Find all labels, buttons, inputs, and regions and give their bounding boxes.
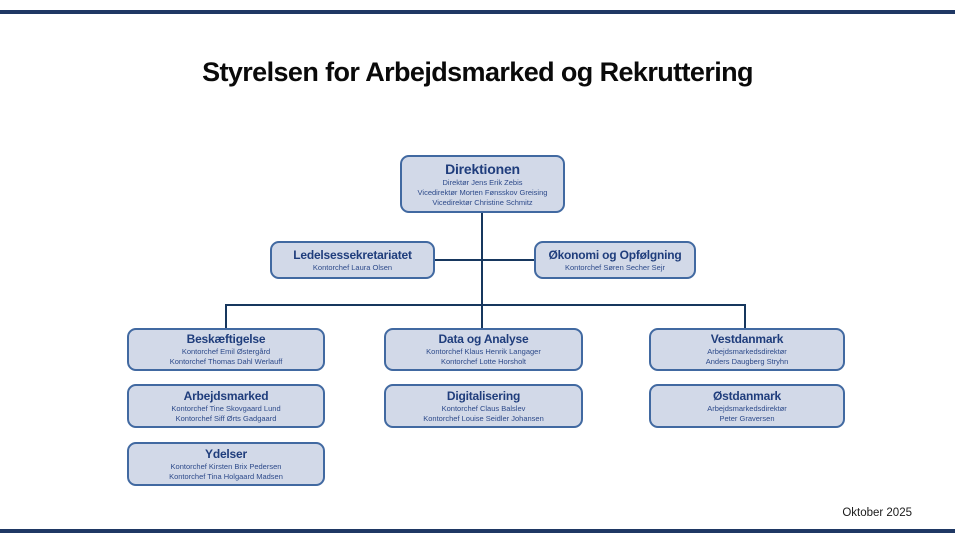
org-box-ydelser: Ydelser Kontorchef Kirsten Brix Pedersen… bbox=[127, 442, 325, 486]
box-subline: Anders Daugberg Stryhn bbox=[705, 357, 789, 366]
date-label: Oktober 2025 bbox=[842, 507, 912, 519]
org-box-beskaeftigelse: Beskæftigelse Kontorchef Emil Østergård … bbox=[127, 328, 325, 371]
box-subline: Kontorchef Claus Balslev bbox=[441, 403, 526, 413]
box-title: Ydelser bbox=[205, 446, 247, 461]
box-title: Digitalisering bbox=[446, 388, 521, 403]
org-box-arbejdsmarked: Arbejdsmarked Kontorchef Tine Skovgaard … bbox=[127, 384, 325, 428]
box-title: Økonomi og Opfølgning bbox=[548, 247, 682, 262]
box-title: Ledelsessekretariatet bbox=[293, 247, 412, 262]
box-subline: Kontorchef Laura Olsen bbox=[312, 262, 393, 272]
box-subline: Kontorchef Søren Secher Sejr bbox=[564, 262, 666, 272]
box-subline: Vicedirektør Morten Fønsskov Greising bbox=[417, 187, 548, 197]
box-subline: Kontorchef Emil Østergård bbox=[181, 347, 271, 357]
box-subline: Kontorchef Tina Holgaard Madsen bbox=[169, 471, 283, 481]
org-box-digitalisering: Digitalisering Kontorchef Claus Balslev … bbox=[384, 384, 583, 428]
org-box-ledelsessekretariatet: Ledelsessekretariatet Kontorchef Laura O… bbox=[270, 241, 435, 279]
box-title: Vestdanmark bbox=[710, 332, 784, 347]
connector-staff-horizontal bbox=[435, 259, 535, 261]
box-subline: Arbejdsmarkedsdirektør bbox=[707, 403, 787, 413]
box-title: Østdanmark bbox=[712, 388, 782, 403]
box-title: Arbejdsmarked bbox=[183, 388, 269, 403]
connector-drop-left bbox=[225, 304, 227, 328]
connector-drop-right bbox=[744, 304, 746, 328]
org-box-vestdanmark: Vestdanmark Arbejdsmarkedsdirektør Ander… bbox=[649, 328, 845, 371]
box-subline: Kontorchef Thomas Dahl Werlauff bbox=[169, 357, 283, 366]
box-title: Direktionen bbox=[445, 160, 520, 177]
org-box-data-og-analyse: Data og Analyse Kontorchef Klaus Henrik … bbox=[384, 328, 583, 371]
box-subline: Kontorchef Klaus Henrik Langager bbox=[426, 347, 541, 357]
org-box-ostdanmark: Østdanmark Arbejdsmarkedsdirektør Peter … bbox=[649, 384, 845, 428]
box-subline: Kontorchef Lotte Horsholt bbox=[440, 357, 527, 366]
box-title: Data og Analyse bbox=[438, 332, 529, 347]
box-subline: Direktør Jens Erik Zebis bbox=[442, 178, 523, 188]
box-subline: Vicedirektør Christine Schmitz bbox=[432, 197, 533, 207]
connector-distribution-horizontal bbox=[225, 304, 746, 306]
box-subline: Kontorchef Kirsten Brix Pedersen bbox=[170, 461, 282, 471]
org-box-direktionen: Direktionen Direktør Jens Erik Zebis Vic… bbox=[400, 155, 565, 213]
connector-trunk-vertical bbox=[481, 212, 483, 328]
page-title: Styrelsen for Arbejdsmarked og Rekrutter… bbox=[202, 57, 753, 87]
box-subline: Kontorchef Tine Skovgaard Lund bbox=[171, 403, 281, 413]
org-box-okonomi-og-opfolgning: Økonomi og Opfølgning Kontorchef Søren S… bbox=[534, 241, 696, 279]
box-subline: Arbejdsmarkedsdirektør bbox=[707, 347, 787, 357]
box-subline: Peter Graversen bbox=[719, 413, 775, 423]
top-rule bbox=[0, 10, 955, 14]
box-subline: Kontorchef Siff Ørts Gadgaard bbox=[175, 413, 277, 423]
box-title: Beskæftigelse bbox=[186, 332, 266, 347]
bottom-rule bbox=[0, 529, 955, 533]
box-subline: Kontorchef Louise Seidler Johansen bbox=[423, 413, 544, 423]
